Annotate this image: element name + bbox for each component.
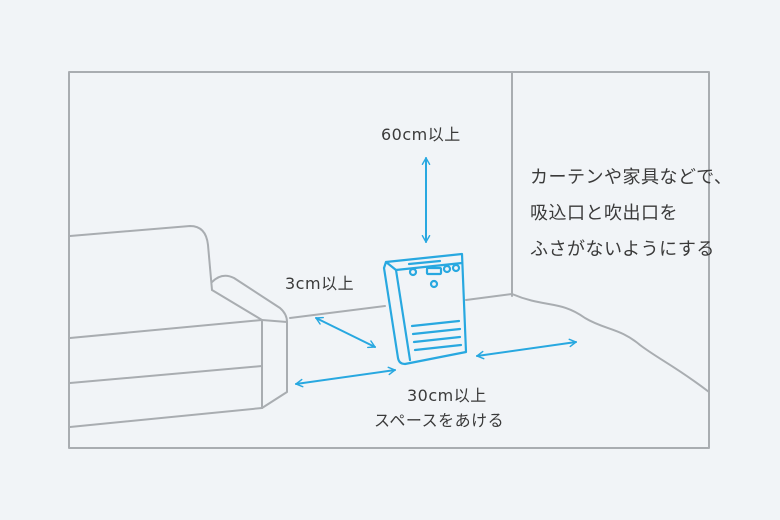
heater-top-vent (407, 259, 442, 266)
fan-heater-icon (382, 252, 468, 366)
top-clearance-label: 60cm以上 (381, 125, 461, 144)
sofa-arm (211, 274, 288, 409)
arrow-front-left (295, 366, 396, 388)
note-line-2: 吸込口と吹出口を (530, 203, 678, 224)
floor-edge-right (511, 293, 710, 393)
baseboard-right (465, 293, 513, 301)
sofa-base-top (69, 365, 263, 384)
baseboard-left (289, 305, 386, 319)
arrow-front-right (476, 338, 577, 360)
placement-note: カーテンや家具などで、 吸込口と吹出口を ふさがないようにする (530, 160, 732, 268)
clearance-arrows (295, 157, 577, 388)
heater-button-2 (442, 264, 452, 274)
sofa-base-bottom (69, 407, 263, 428)
heater-body (382, 252, 468, 366)
side-clearance-label: 3cm以上 (285, 274, 355, 293)
sofa-outline (69, 225, 288, 428)
heater-button-1 (408, 267, 418, 277)
heater-vent-1 (410, 319, 461, 328)
front-instruction-label: スペースをあける (374, 411, 505, 430)
note-line-3: ふさがないようにする (530, 239, 715, 260)
heater-indicator (429, 279, 439, 289)
note-line-1: カーテンや家具などで、 (530, 167, 733, 188)
arrow-side-clearance (315, 316, 376, 349)
sofa-arm-top-edge (211, 289, 263, 321)
heater-button-3 (451, 263, 461, 273)
room-frame (68, 71, 710, 449)
heater-display (425, 266, 443, 276)
heater-side-edge (394, 268, 412, 362)
heater-vent-3 (412, 335, 462, 344)
sofa-back (69, 225, 213, 291)
heater-vent-4 (413, 343, 463, 352)
sofa-seat-edge (69, 319, 263, 339)
front-clearance-label: 30cm以上 (407, 386, 487, 405)
heater-vent-2 (411, 327, 462, 336)
room-outline (68, 71, 710, 449)
